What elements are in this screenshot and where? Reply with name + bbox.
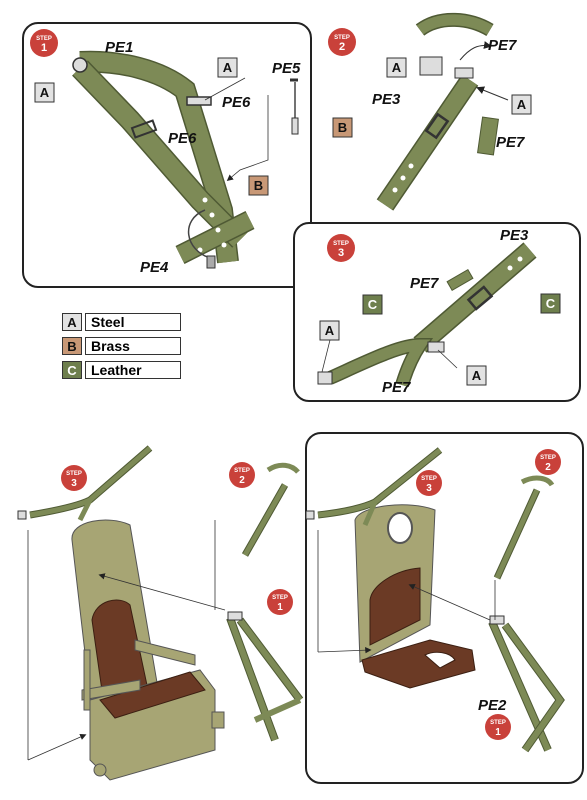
svg-text:A: A	[472, 368, 482, 383]
svg-text:STEP: STEP	[66, 471, 82, 477]
legend-label-brass: Brass	[85, 337, 181, 355]
pe1-label: PE1	[105, 39, 133, 56]
pe7-label-bottom: PE7	[382, 379, 411, 396]
seat1-step3-belt	[17, 445, 153, 522]
seat1-step3-badge: STEP 3	[61, 465, 87, 491]
seat2-step1-harness	[488, 615, 565, 753]
step2-strap	[376, 12, 509, 211]
legend-key-a: A	[62, 313, 82, 331]
svg-text:STEP: STEP	[334, 35, 350, 41]
seat1-step2-badge: STEP 2	[229, 462, 255, 488]
material-box-a: A	[511, 94, 532, 115]
material-box-b: B	[332, 117, 353, 138]
svg-text:1: 1	[277, 602, 283, 613]
svg-text:1: 1	[41, 42, 47, 54]
svg-text:B: B	[338, 120, 347, 135]
svg-text:A: A	[40, 85, 50, 100]
svg-text:2: 2	[545, 462, 551, 473]
legend-label-leather: Leather	[85, 361, 181, 379]
pe2-label: PE2	[478, 697, 507, 714]
svg-text:3: 3	[71, 478, 77, 489]
seat1-step1-badge: STEP 1	[267, 589, 293, 615]
svg-text:1: 1	[495, 727, 501, 738]
svg-text:2: 2	[239, 475, 245, 486]
legend-key-c: C	[62, 361, 82, 379]
pe3-label: PE3	[372, 91, 401, 108]
svg-text:A: A	[325, 323, 335, 338]
material-box-c: C	[540, 293, 561, 314]
material-box-c: C	[362, 294, 383, 315]
svg-text:C: C	[546, 296, 556, 311]
svg-text:STEP: STEP	[272, 595, 288, 601]
seat2-step2-belt	[493, 475, 555, 580]
svg-text:A: A	[517, 97, 527, 112]
material-box-a: A	[319, 320, 340, 341]
seat1-step1-harness	[226, 611, 304, 742]
material-box-a: A	[386, 57, 407, 78]
seat1-step2-belt	[241, 462, 300, 557]
svg-text:STEP: STEP	[333, 241, 349, 247]
material-box-b: B	[248, 175, 269, 196]
svg-text:STEP: STEP	[540, 455, 556, 461]
svg-text:B: B	[254, 178, 263, 193]
svg-text:2: 2	[339, 41, 345, 53]
legend-label-steel: Steel	[85, 313, 181, 331]
seat2-step2-badge: STEP 2	[535, 449, 561, 475]
material-box-a: A	[466, 365, 487, 386]
seat1-assembly	[71, 519, 225, 781]
pe7-label-bottom: PE7	[496, 134, 525, 151]
material-box-a: A	[34, 82, 55, 103]
legend-row-brass: B Brass	[62, 336, 181, 356]
pe5-label: PE5	[272, 60, 301, 77]
pe6-label-mid: PE6	[168, 130, 197, 147]
pe7-label-top: PE7	[410, 275, 439, 292]
svg-text:3: 3	[338, 247, 344, 259]
pe3-label: PE3	[500, 227, 529, 244]
pe4-label: PE4	[140, 259, 169, 276]
legend-row-steel: A Steel	[62, 312, 181, 332]
seat2-step3-badge: STEP 3	[416, 470, 442, 496]
svg-text:A: A	[223, 60, 233, 75]
seat2-assembly	[354, 504, 476, 689]
step2-badge: STEP 2	[328, 28, 356, 56]
svg-text:STEP: STEP	[36, 36, 52, 42]
svg-text:C: C	[368, 297, 378, 312]
svg-text:STEP: STEP	[234, 468, 250, 474]
seat1-leader-lines	[27, 520, 226, 761]
material-box-a: A	[217, 57, 238, 78]
legend-row-leather: C Leather	[62, 360, 181, 380]
seat2-leader-lines	[317, 530, 496, 654]
legend-key-b: B	[62, 337, 82, 355]
seat2-step3-belt	[305, 447, 443, 526]
svg-text:3: 3	[426, 483, 432, 494]
step3-badge: STEP 3	[327, 234, 355, 262]
pe6-label-top: PE6	[222, 94, 251, 111]
pe7-label-top: PE7	[488, 37, 517, 54]
svg-text:A: A	[392, 60, 402, 75]
svg-text:STEP: STEP	[490, 720, 506, 726]
step1-harness	[72, 50, 299, 269]
step1-badge: STEP 1	[30, 29, 58, 57]
seat2-step1-badge: STEP 1	[485, 714, 511, 740]
step3-strap	[317, 242, 537, 388]
svg-text:STEP: STEP	[421, 476, 437, 482]
